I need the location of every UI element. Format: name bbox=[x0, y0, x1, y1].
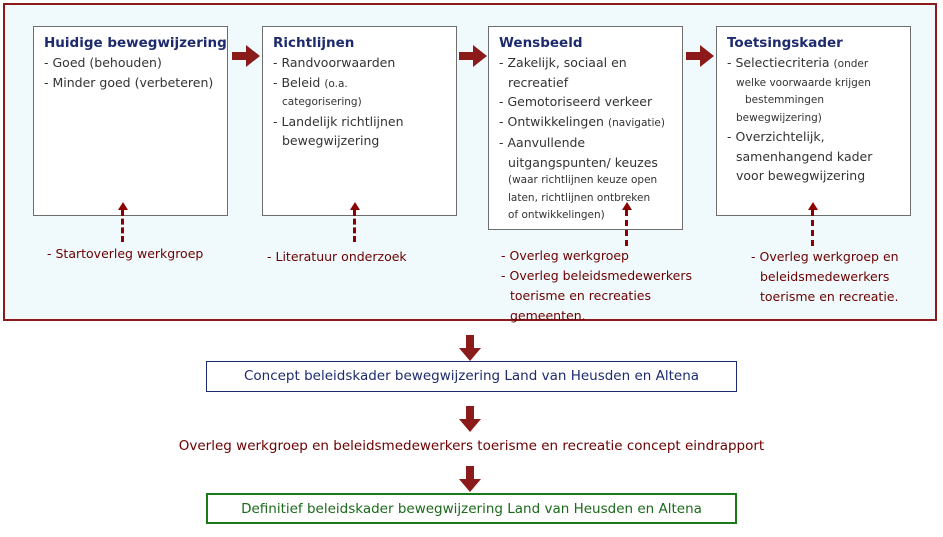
meeting-line: toerisme en recreaties bbox=[510, 288, 652, 303]
stage-item: - Overzichtelijk, bbox=[727, 129, 825, 144]
stage-item: - Landelijk richtlijnen bbox=[273, 113, 404, 129]
right-arrow-icon bbox=[232, 45, 260, 67]
stage-box-wensbeeld: Wensbeeld - Zakelijk, sociaal en recreat… bbox=[488, 26, 683, 230]
dashed-connector bbox=[121, 210, 124, 242]
meeting-label-stage1: - Startoverleg werkgroep bbox=[47, 244, 203, 264]
dashed-connector bbox=[625, 210, 628, 246]
stage-item-note: (navigatie) bbox=[607, 116, 665, 129]
meeting-line: beleidsmedewerkers bbox=[760, 269, 890, 284]
stage-item-main: - Selectiecriteria bbox=[727, 55, 830, 70]
stage-title: Richtlijnen bbox=[273, 35, 355, 51]
stage-item: bewegwijzering bbox=[282, 133, 380, 148]
concept-box: Concept beleidskader bewegwijzering Land… bbox=[206, 361, 737, 392]
meeting-line: - Overleg werkgroep en bbox=[751, 249, 899, 264]
meeting-line: - Startoverleg werkgroep bbox=[47, 246, 204, 261]
stage-item-note: (waar richtlijnen keuze open bbox=[508, 174, 658, 186]
meeting-line: - Literatuur onderzoek bbox=[267, 249, 407, 264]
stage-item: - Minder goed (verbeteren) bbox=[44, 74, 214, 90]
stage-box-richtlijnen: Richtlijnen - Randvoorwaarden - Beleid (… bbox=[262, 26, 457, 216]
stage-item-note: bestemmingen bbox=[745, 94, 824, 106]
meeting-line: gemeenten. bbox=[510, 308, 586, 323]
meeting-label-stage3: - Overleg werkgroep - Overleg beleidsmed… bbox=[501, 246, 692, 326]
up-arrow-icon bbox=[622, 202, 632, 210]
stage-item: - Randvoorwaarden bbox=[273, 55, 396, 70]
up-arrow-icon bbox=[350, 202, 360, 210]
stage-item: samenhangend kader bbox=[736, 148, 873, 164]
down-arrow-icon bbox=[459, 335, 481, 361]
stage-item-main: - Ontwikkelingen bbox=[499, 113, 604, 129]
meeting-label-stage2: - Literatuur onderzoek bbox=[267, 247, 407, 267]
stage-item: - Zakelijk, sociaal en bbox=[499, 55, 627, 70]
stage-title: Toetsingskader bbox=[727, 35, 843, 51]
stage-item: uitgangspunten/ keuzes bbox=[508, 154, 658, 170]
stage-item: - Selectiecriteria (onder bbox=[727, 53, 910, 75]
stage-item-note: of ontwikkelingen) bbox=[508, 209, 605, 221]
overleg-concept-text: Overleg werkgroep en beleidsmedewerkers … bbox=[178, 438, 765, 454]
meeting-line: - Overleg werkgroep bbox=[501, 248, 629, 263]
stage-box-toetsingskader: Toetsingskader - Selectiecriteria (onder… bbox=[716, 26, 911, 216]
stage-item: - Beleid (o.a. bbox=[273, 73, 456, 95]
stage-item-note: (o.a. bbox=[324, 77, 348, 90]
stage-item: recreatief bbox=[508, 74, 569, 90]
stage-title: Wensbeeld bbox=[499, 35, 583, 51]
dashed-connector bbox=[811, 210, 814, 246]
final-box: Definitief beleidskader bewegwijzering L… bbox=[206, 493, 737, 524]
stage-box-huidige: Huidige bewegwijzering - Goed (behouden)… bbox=[33, 26, 228, 216]
stage-item-note: (onder bbox=[833, 58, 869, 70]
stage-title: Huidige bewegwijzering bbox=[44, 35, 227, 51]
dashed-connector bbox=[353, 210, 356, 242]
meeting-label-stage4: - Overleg werkgroep en beleidsmedewerker… bbox=[751, 247, 899, 307]
meeting-line: - Overleg beleidsmedewerkers bbox=[501, 268, 693, 283]
stage-item-main: - Beleid bbox=[273, 74, 321, 90]
up-arrow-icon bbox=[808, 202, 818, 210]
right-arrow-icon bbox=[686, 45, 714, 67]
stage-item: voor bewegwijzering bbox=[736, 168, 866, 183]
stage-item-note: laten, richtlijnen ontbreken bbox=[508, 191, 651, 204]
meeting-line: toerisme en recreatie. bbox=[760, 289, 899, 304]
stage-item: - Ontwikkelingen (navigatie) bbox=[499, 112, 682, 134]
stage-item: - Gemotoriseerd verkeer bbox=[499, 94, 653, 109]
stage-item-note: categorisering) bbox=[282, 96, 362, 108]
down-arrow-icon bbox=[459, 406, 481, 432]
stage-item: - Aanvullende bbox=[499, 135, 586, 150]
stage-item-note: bewegwijzering) bbox=[736, 111, 822, 124]
stage-item: - Goed (behouden) bbox=[44, 55, 162, 70]
up-arrow-icon bbox=[118, 202, 128, 210]
right-arrow-icon bbox=[459, 45, 487, 67]
stage-item-note: welke voorwaarde krijgen bbox=[736, 76, 871, 89]
down-arrow-icon bbox=[459, 466, 481, 492]
